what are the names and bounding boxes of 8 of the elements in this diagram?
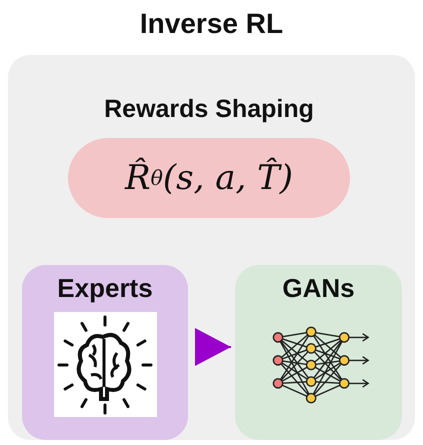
arrow: [195, 328, 231, 366]
panel-background: [8, 55, 415, 440]
title: Inverse RL: [138, 8, 284, 40]
section-heading: Rewards Shaping: [103, 95, 315, 124]
experts-box: [22, 265, 188, 440]
box-title: Experts: [57, 273, 153, 304]
gans-box: [235, 265, 402, 440]
box-title: GANs: [282, 273, 355, 304]
